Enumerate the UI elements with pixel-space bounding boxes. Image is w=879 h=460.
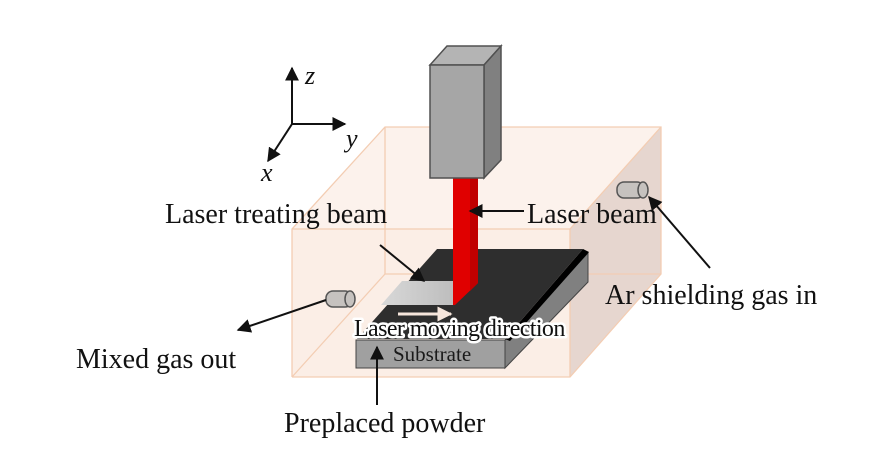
powder-top-surface [357,249,583,339]
substrate-label: Substrate [393,342,471,366]
laser-head-front [429,64,485,179]
laser-head [428,44,503,180]
chamber-top-right-edge [569,126,662,230]
powder-right-edge [505,249,589,341]
y-axis-label: y [343,124,358,153]
x-axis [267,123,293,163]
powder-layer [357,249,589,341]
z-axis-label: z [304,61,315,90]
mixed-gas-out-label: Mixed gas out [76,344,236,375]
gas-outlet-nozzle [325,290,356,308]
treated-track [381,281,455,305]
laser-treating-beam-label: Laser treating beam [165,199,388,230]
laser-beam [453,178,478,305]
laser-moving-direction-label: Laser moving direction [354,316,565,342]
laser-beam-label: Laser beam [527,199,657,230]
laser-head-side [483,44,502,180]
chamber-back-diagonal-edge [291,273,386,378]
coordinate-axes: z y x [260,61,358,187]
ar-shielding-gas-in-label: Ar shielding gas in [605,280,817,311]
annotation-arrows [236,195,711,405]
preplaced-powder-label: Preplaced powder [284,408,486,439]
x-axis-label: x [260,158,273,187]
ar-gas-in-pointer [648,195,711,269]
treating-beam-pointer [379,244,426,282]
mixed-gas-out-pointer [236,299,327,333]
gas-inlet-nozzle [616,181,649,199]
